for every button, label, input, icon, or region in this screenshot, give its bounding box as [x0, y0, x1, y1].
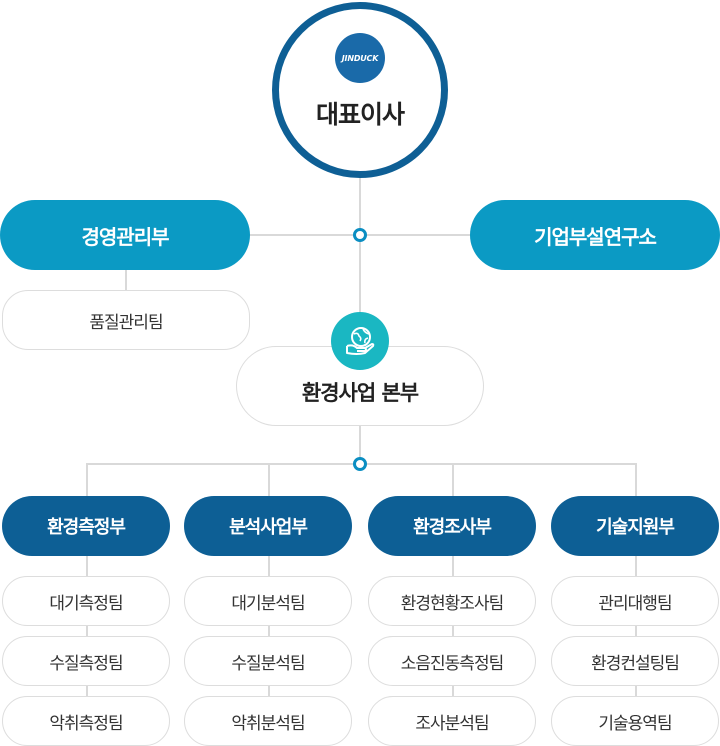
team-node: 대기측정팀 — [2, 576, 170, 626]
ceo-node: JINDUCK 대표이사 — [272, 2, 448, 178]
management-dept-label: 경영관리부 — [81, 224, 170, 249]
connector-dept-teams-2 — [268, 555, 270, 700]
ceo-title: 대표이사 — [315, 100, 405, 129]
connector-dept-teams-3 — [452, 555, 454, 700]
jinduck-logo: JINDUCK — [335, 33, 385, 83]
connector-dept-drop-4 — [635, 463, 637, 497]
department-label: 환경조사부 — [413, 517, 492, 538]
connector-dept-teams-4 — [635, 555, 637, 700]
team-label: 관리대행팀 — [598, 593, 672, 614]
team-node: 환경현황조사팀 — [368, 576, 536, 626]
connector-management-quality — [125, 268, 127, 292]
connector-dept-drop-2 — [268, 463, 270, 497]
team-label: 대기측정팀 — [49, 593, 123, 614]
rnd-institute-label: 기업부설연구소 — [534, 224, 657, 249]
team-node: 대기분석팀 — [184, 576, 352, 626]
department-node: 기술지원부 — [551, 496, 719, 556]
quality-team-node: 품질관리팀 — [2, 290, 250, 350]
department-node: 환경측정부 — [2, 496, 170, 556]
junction-dot-top — [353, 228, 367, 242]
team-label: 악취분석팀 — [231, 713, 305, 734]
team-node: 소음진동측정팀 — [368, 636, 536, 686]
team-label: 악취측정팀 — [49, 713, 123, 734]
management-dept-node: 경영관리부 — [0, 200, 250, 270]
team-node: 환경컨설팅팀 — [551, 636, 719, 686]
team-label: 소음진동측정팀 — [400, 653, 504, 674]
connector-ceo-vertical — [359, 178, 361, 348]
rnd-institute-node: 기업부설연구소 — [470, 200, 720, 270]
team-label: 기술용역팀 — [598, 713, 672, 734]
team-label: 조사분석팀 — [415, 713, 489, 734]
quality-team-label: 품질관리팀 — [89, 312, 163, 333]
department-label: 환경측정부 — [47, 517, 126, 538]
team-node: 수질분석팀 — [184, 636, 352, 686]
connector-dept-drop-3 — [452, 463, 454, 497]
team-label: 환경현황조사팀 — [400, 593, 504, 614]
globe-hands-icon — [331, 312, 389, 370]
team-label: 수질측정팀 — [49, 653, 123, 674]
team-node: 관리대행팀 — [551, 576, 719, 626]
junction-dot-bottom — [353, 457, 367, 471]
department-node: 환경조사부 — [368, 496, 536, 556]
team-label: 수질분석팀 — [231, 653, 305, 674]
environment-hq-label: 환경사업 본부 — [301, 381, 419, 405]
team-label: 대기분석팀 — [231, 593, 305, 614]
department-label: 분석사업부 — [229, 517, 308, 538]
team-node: 조사분석팀 — [368, 696, 536, 746]
team-node: 수질측정팀 — [2, 636, 170, 686]
team-node: 악취측정팀 — [2, 696, 170, 746]
connector-dept-teams-1 — [86, 555, 88, 700]
department-node: 분석사업부 — [184, 496, 352, 556]
department-label: 기술지원부 — [596, 517, 675, 538]
team-label: 환경컨설팅팀 — [591, 653, 680, 674]
team-node: 악취분석팀 — [184, 696, 352, 746]
team-node: 기술용역팀 — [551, 696, 719, 746]
connector-dept-drop-1 — [86, 463, 88, 497]
connector-hub-vertical — [359, 426, 361, 464]
logo-text: JINDUCK — [341, 53, 379, 63]
